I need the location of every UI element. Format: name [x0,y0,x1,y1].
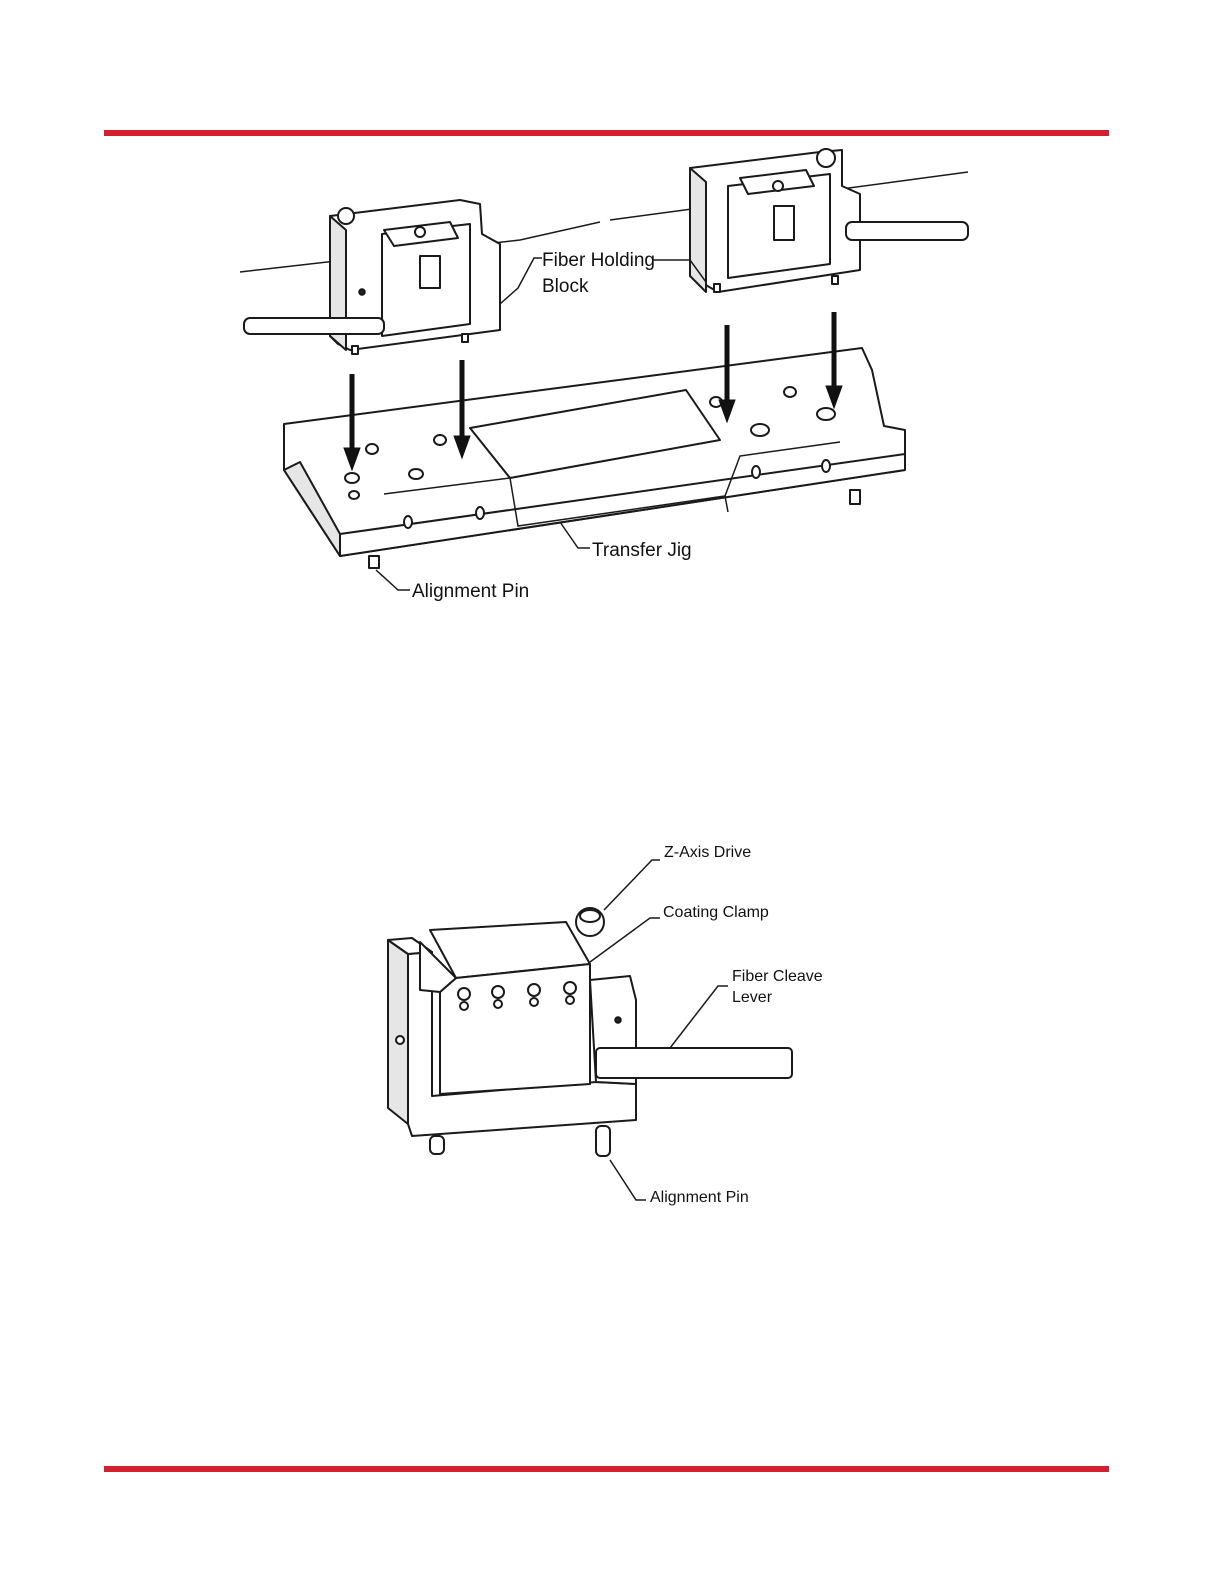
transfer-jig-drawing [284,348,905,568]
fiber-holding-block-figure: Z-Axis Drive Coating Clamp Fiber Cleave … [0,830,1224,1220]
left-fiber-holding-block-drawing [244,200,500,354]
fiber-cleave-lever-label-line1: Fiber Cleave [732,968,823,985]
fiber-holding-block-label-line1: Fiber Holding [542,250,655,271]
right-fiber-holding-block-drawing [690,149,968,292]
header-rule [104,130,1109,136]
fiber-holding-block-label-line2: Block [542,276,589,297]
transfer-jig-figure: Fiber Holding Block Transfer Jig Alignme… [0,140,1224,620]
footer-rule [104,1466,1109,1472]
coating-clamp-label: Coating Clamp [663,904,769,921]
alignment-pin-label-detail: Alignment Pin [650,1189,749,1206]
transfer-jig-label: Transfer Jig [592,540,692,561]
alignment-pin-label: Alignment Pin [412,581,529,602]
z-axis-drive-label: Z-Axis Drive [664,844,751,861]
fiber-cleave-lever-label-line2: Lever [732,989,773,1006]
fiber-holding-block-drawing [388,908,792,1156]
